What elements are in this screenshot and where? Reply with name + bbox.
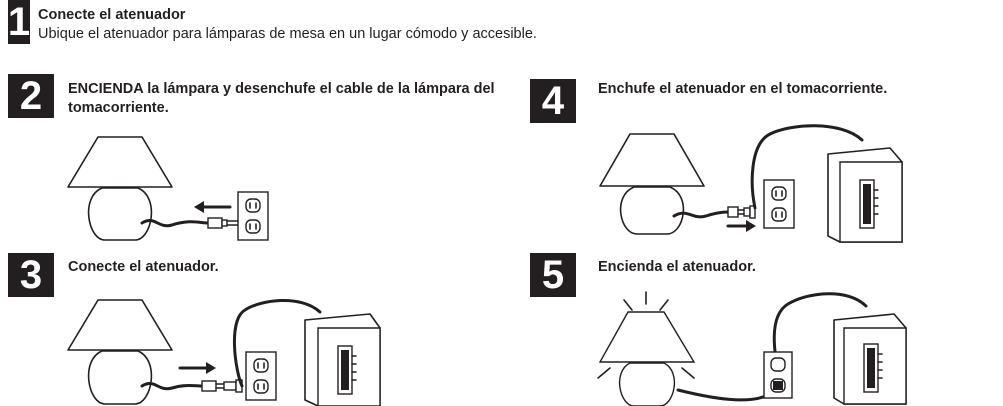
plug-icon xyxy=(207,217,239,229)
lamp-icon xyxy=(67,299,173,405)
step-3-number-text: 3 xyxy=(19,252,43,297)
step-4-number: 4 xyxy=(530,79,576,123)
step-2-illustration xyxy=(67,136,269,241)
step-3-title: Conecte el atenuador. xyxy=(68,259,219,275)
step-4-title: Enchufe el atenuador en el tomacorriente… xyxy=(598,81,888,97)
step-5-illustration xyxy=(597,291,907,406)
step-1-number-text: 1 xyxy=(7,0,31,44)
dimmer-cord xyxy=(750,124,864,210)
step-5-number: 5 xyxy=(530,253,576,297)
step-1-number: 1 xyxy=(8,0,30,44)
step-3-illustration xyxy=(67,299,381,406)
step-5-title: Encienda el atenuador. xyxy=(598,259,756,275)
outlet-icon xyxy=(763,351,793,399)
arrow-right-icon xyxy=(178,362,216,374)
step-1-title: Conecte el atenuador xyxy=(38,7,186,23)
lamp-cord xyxy=(140,219,210,228)
step-2-number: 2 xyxy=(8,74,54,118)
dimmer-icon xyxy=(827,147,903,243)
outlet-icon xyxy=(237,191,269,241)
step-3-number: 3 xyxy=(8,253,54,297)
lamp-icon xyxy=(67,136,173,241)
lamp-icon xyxy=(599,133,705,235)
step-4-illustration xyxy=(599,124,903,243)
step-1-text: Ubique el atenuador para lámparas de mes… xyxy=(38,26,537,42)
step-5-number-text: 5 xyxy=(541,252,565,297)
light-rays-icon xyxy=(597,291,695,379)
lamp-cord xyxy=(140,382,204,391)
plug-icon xyxy=(201,380,226,392)
lamp-cord xyxy=(676,388,778,402)
outlet-icon xyxy=(245,351,277,401)
dimmer-icon xyxy=(304,313,381,406)
step-2-number-text: 2 xyxy=(19,73,43,118)
outlet-icon xyxy=(763,179,795,229)
lamp-lit-icon xyxy=(598,311,696,406)
plug-icon xyxy=(727,205,756,219)
dimmer-icon xyxy=(833,313,907,405)
arrow-right-icon xyxy=(726,220,756,232)
lamp-cord xyxy=(672,210,730,219)
step-4-number-text: 4 xyxy=(541,78,565,123)
arrow-left-icon xyxy=(194,201,232,213)
step-2-title: ENCIENDA la lámpara y desenchufe el cabl… xyxy=(68,81,495,116)
dimmer-cord xyxy=(233,299,322,388)
